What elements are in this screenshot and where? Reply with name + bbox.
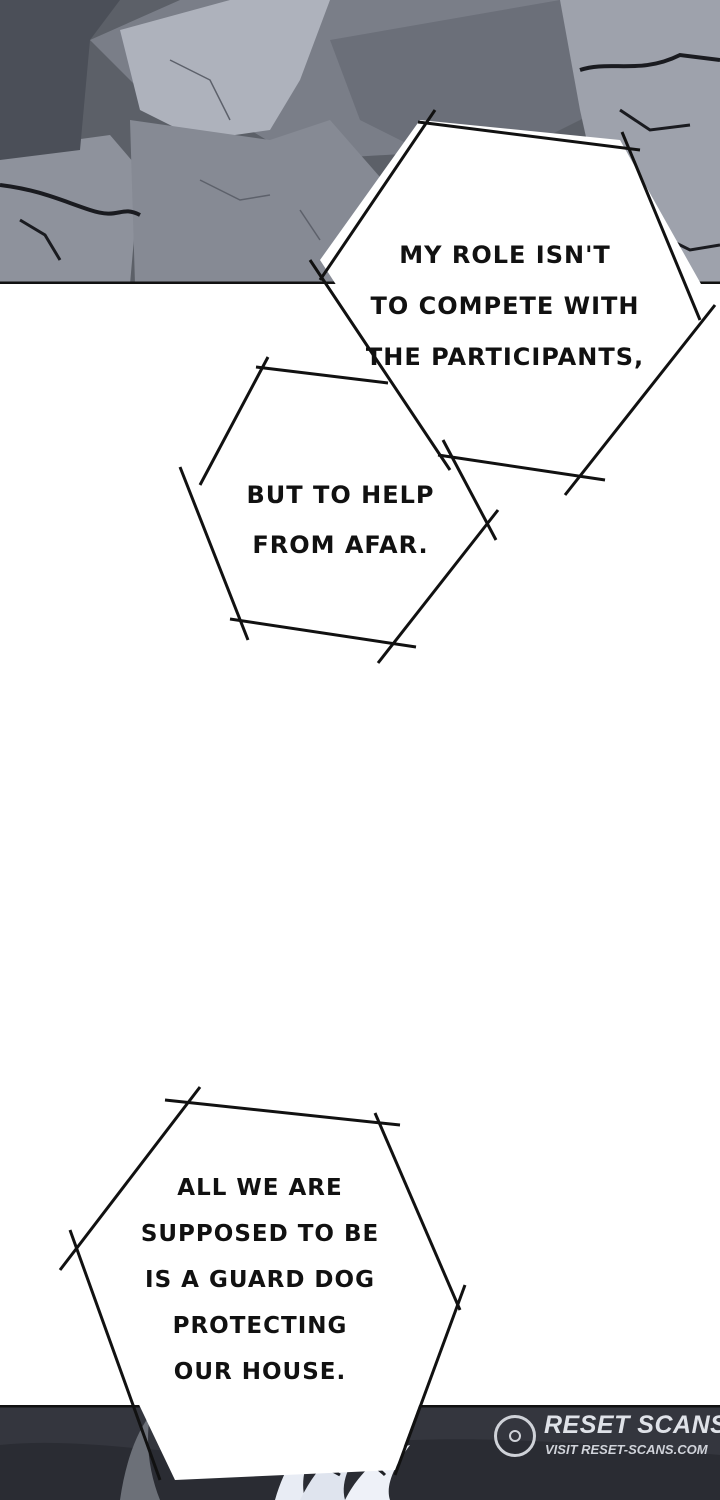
bubble-role-text: MY ROLE ISN'T TO COMPETE WITH THE PARTIC… bbox=[340, 230, 670, 383]
speech-bubble-guard-dog: ALL WE ARE SUPPOSED TO BE IS A GUARD DOG… bbox=[55, 1085, 475, 1481]
bubble-line: BUT TO HELP bbox=[246, 481, 435, 509]
power-logo-icon bbox=[494, 1415, 536, 1457]
reset-scans-watermark: RESET SCANS VISIT RESET-SCANS.COM bbox=[488, 1409, 720, 1465]
bubble-line: ALL WE ARE bbox=[177, 1175, 343, 1201]
bubble-guard-dog-text: ALL WE ARE SUPPOSED TO BE IS A GUARD DOG… bbox=[100, 1165, 420, 1395]
speech-bubble-help: BUT TO HELP FROM AFAR. bbox=[178, 355, 503, 670]
speech-bubble-role: MY ROLE ISN'T TO COMPETE WITH THE PARTIC… bbox=[300, 109, 720, 500]
hexagon-bubble-outline bbox=[308, 109, 717, 496]
bubble-line: SUPPOSED TO BE bbox=[140, 1221, 380, 1247]
hexagon-bubble-outline bbox=[178, 356, 500, 664]
bubble-line: MY ROLE ISN'T bbox=[399, 241, 611, 269]
bubble-line: FROM AFAR. bbox=[252, 531, 429, 559]
bubble-line: TO COMPETE WITH bbox=[370, 292, 640, 320]
watermark-title: RESET SCANS bbox=[544, 1411, 720, 1439]
bubble-line: OUR HOUSE. bbox=[173, 1359, 347, 1385]
bubble-line: IS A GUARD DOG bbox=[145, 1267, 375, 1293]
bubble-help-text: BUT TO HELP FROM AFAR. bbox=[218, 470, 463, 570]
watermark-url: VISIT RESET-SCANS.COM bbox=[545, 1442, 708, 1457]
bubble-line: THE PARTICIPANTS, bbox=[365, 343, 645, 371]
hexagon-bubble-outline bbox=[58, 1086, 467, 1481]
bubble-line: PROTECTING bbox=[172, 1313, 348, 1339]
